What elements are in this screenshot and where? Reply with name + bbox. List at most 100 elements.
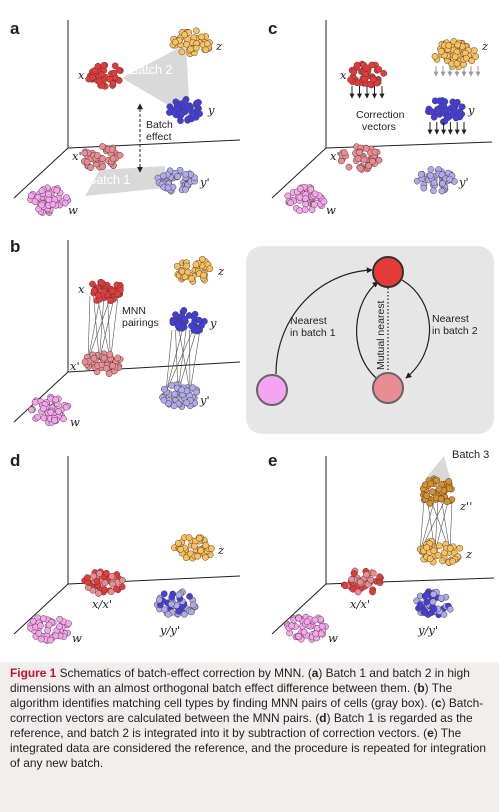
batch1-label: Batch 1: [88, 173, 130, 187]
caption-text-c: ) Batch-correction vectors are calculate…: [10, 696, 484, 725]
node-violet: [256, 374, 288, 406]
cluster-x: [89, 278, 124, 305]
node-red: [372, 256, 404, 288]
label-x-merged: x/x': [92, 597, 112, 611]
label-w: w: [70, 415, 80, 429]
arrow-nearest-batch2: [401, 279, 431, 379]
label-y-prime: y': [199, 393, 210, 407]
cluster-z: [171, 534, 215, 562]
label-x-merged: x/x': [350, 597, 370, 611]
mnn-pairing-lines-x: [87, 295, 119, 361]
cluster-y-merged: [413, 588, 454, 619]
cluster-z: [416, 537, 464, 566]
panel-c: c Correction vectors x z y x' y' w: [268, 19, 493, 217]
label-y-prime: y': [458, 175, 469, 189]
label-z-double-prime: z'': [459, 499, 472, 513]
figure-caption: Figure 1 Schematics of batch-effect corr…: [0, 662, 499, 812]
label-x-prime: x': [70, 359, 80, 373]
caption-letter-e: e: [427, 726, 434, 740]
label-z: z: [481, 39, 489, 53]
caption-figure-number: Figure 1: [10, 666, 57, 680]
nearest-batch1-label-1: Nearest: [290, 315, 327, 327]
cluster-y: [166, 96, 203, 125]
mnn-inset-box: Nearest in batch 1 Nearest in batch 2 Mu…: [246, 246, 494, 434]
panel-e: e Batch 3 z'' z x/x' y/y' w: [268, 449, 495, 645]
caption-text-a: ) Batch 1 and batch 2 in high dimensions…: [10, 666, 470, 695]
caption-text-b: ) The algorithm identifies matching cell…: [10, 681, 453, 710]
caption-letter-d: d: [319, 711, 327, 725]
panel-a-letter: a: [10, 19, 20, 38]
label-z: z: [217, 264, 225, 278]
caption-letter-c: c: [434, 696, 442, 710]
label-y-prime: y': [199, 175, 210, 189]
cluster-w: [284, 183, 328, 214]
label-w: w: [72, 631, 82, 645]
panel-d: d z x/x' y/y' w: [10, 451, 241, 645]
cluster-x: [347, 60, 388, 89]
label-y: y: [209, 316, 217, 330]
label-x-prime: x': [72, 149, 82, 163]
panel-b: b MNN pairings x z y x' y' w: [10, 237, 494, 434]
panel-d-letter: d: [10, 451, 20, 470]
correction-vectors-label-1: Correction: [356, 109, 405, 121]
cluster-y-prime: [159, 380, 201, 410]
label-y: y: [467, 103, 475, 117]
label-y-merged: y/y': [417, 623, 438, 637]
label-w: w: [328, 631, 338, 645]
label-w: w: [326, 203, 336, 217]
cluster-z: [169, 27, 213, 58]
panel-b-letter: b: [10, 237, 20, 256]
batch2-label: Batch 2: [130, 63, 172, 77]
caption-letter-b: b: [417, 681, 425, 695]
panel-c-letter: c: [268, 19, 277, 38]
label-z: z: [215, 39, 223, 53]
batch3-label: Batch 3: [452, 449, 489, 461]
label-y-merged: y/y': [159, 623, 180, 637]
cluster-y-prime: [413, 166, 458, 195]
cluster-x-merged: [340, 567, 384, 596]
label-x-prime: x': [330, 149, 340, 163]
cluster-x-merged: [81, 568, 126, 597]
panel-a-axes: [13, 20, 241, 199]
cluster-x: [85, 61, 124, 90]
label-x: x: [78, 282, 85, 296]
panel-a: a Batch 2 Batch 1 Batch effect x z y x' …: [10, 19, 241, 217]
batch1-region: [85, 166, 165, 196]
cluster-y-prime: [154, 166, 198, 195]
cluster-y-merged: [153, 588, 199, 618]
nearest-batch2-label-1: Nearest: [432, 313, 469, 325]
cluster-x-prime: [80, 143, 124, 172]
correction-vector-arrows-y: [427, 122, 467, 135]
correction-vector-arrows-z: [433, 66, 481, 77]
batch-effect-label-2: effect: [146, 131, 172, 143]
panel-e-letter: e: [268, 451, 277, 470]
cluster-y: [425, 97, 466, 126]
cluster-z: [431, 38, 479, 70]
panel-e-axes: [271, 456, 495, 635]
label-y: y: [207, 103, 215, 117]
arrow-back-to-red: [356, 281, 379, 379]
figure-1-schematic: a Batch 2 Batch 1 Batch effect x z y x' …: [10, 19, 495, 645]
cluster-z: [173, 255, 214, 285]
nearest-batch1-label-2: in batch 1: [290, 327, 336, 339]
label-z: z: [217, 543, 225, 557]
caption-text-e: ) The integrated data are considered the…: [10, 726, 486, 770]
label-x: x: [340, 68, 347, 82]
label-z: z: [465, 547, 473, 561]
caption-text-d: ) Batch 1 is regarded as the reference, …: [10, 711, 473, 740]
cluster-w: [27, 614, 72, 644]
cluster-x-prime: [81, 350, 124, 378]
cluster-w: [283, 613, 329, 643]
label-x: x: [78, 68, 85, 82]
batch2-region: [122, 44, 190, 118]
mutual-nearest-label: Mutual nearest: [375, 300, 387, 370]
cluster-w: [28, 393, 72, 426]
caption-letter-a: a: [311, 666, 319, 680]
cluster-x-prime: [337, 143, 383, 173]
cluster-z-double-prime: [419, 475, 456, 507]
correction-vectors-label-2: vectors: [362, 121, 396, 133]
nearest-batch2-label-2: in batch 2: [432, 325, 478, 337]
arrow-nearest-batch1: [275, 267, 373, 375]
correction-vector-arrows-x: [349, 86, 385, 99]
cluster-w: [27, 184, 72, 216]
